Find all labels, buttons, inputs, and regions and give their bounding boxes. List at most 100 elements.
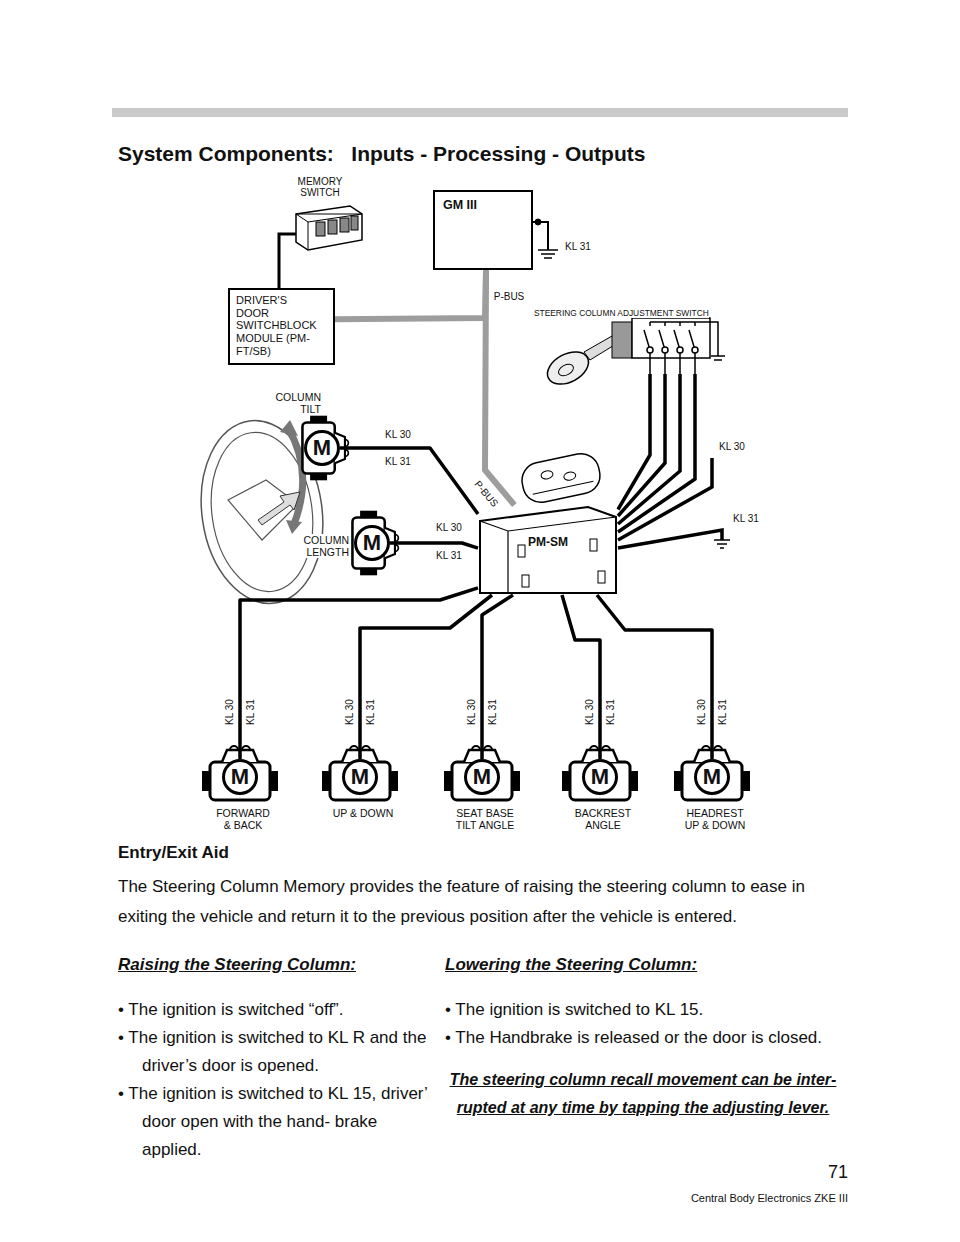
note-text: The steering column recall movement can …	[428, 1066, 858, 1122]
connector-pin	[518, 545, 525, 557]
adjustment-switch-drawing-part-part	[647, 347, 653, 353]
bus-label: P-BUS	[492, 291, 527, 303]
wire	[562, 595, 600, 759]
memory-switch-icon-part	[316, 222, 325, 236]
terminal-label: KL 30	[385, 429, 411, 441]
motor-symbol: MFORWARD & BACK	[222, 759, 258, 795]
node-text: STEERING COLUMN ADJUSTMENT SWITCH	[530, 308, 709, 318]
memory-switch-icon-part	[340, 218, 349, 232]
wire	[360, 595, 492, 759]
terminal-label: KL 31	[385, 456, 411, 468]
ground-symbol-part	[535, 219, 541, 225]
memory-switch-icon-part	[328, 220, 337, 234]
module-edge	[480, 517, 616, 593]
motor-symbol: MUP & DOWN	[342, 759, 378, 795]
terminal-label: KL 31	[605, 698, 617, 726]
memory-switch: MEMORY SWITCH	[270, 176, 370, 268]
steering-wheel-drawing-part	[286, 520, 302, 534]
module-housing-detail-part-part	[533, 481, 594, 494]
terminal-label: KL 30	[696, 698, 708, 726]
section-heading: Entry/Exit Aid	[118, 843, 229, 863]
terminal-label: KL 31	[365, 698, 377, 726]
connector-pin	[590, 539, 597, 551]
wire	[278, 268, 281, 288]
adjustment-switch-drawing-part	[612, 322, 632, 358]
bullet-item: • The ignition is switched to KL R and t…	[118, 1024, 440, 1080]
motor-letter: M	[585, 762, 615, 791]
steering-wheel-drawing-part	[288, 428, 303, 524]
page-number: 71	[790, 1162, 848, 1184]
motor-letter: M	[307, 433, 337, 462]
adjustment-switch-drawing-part-part	[692, 347, 698, 353]
module-box: GM III	[433, 190, 533, 270]
footer-text: Central Body Electronics ZKE III	[560, 1192, 848, 1205]
motor-symbol: MSEAT BASE TILT ANGLE	[464, 759, 500, 795]
control-module: PM-SM	[478, 505, 618, 595]
node-text: MEMORY SWITCH	[290, 176, 350, 198]
ground-symbol-part	[714, 539, 730, 541]
terminal-label: KL 31	[717, 698, 729, 726]
wire	[340, 448, 478, 514]
ground-symbol-part	[541, 253, 555, 255]
memory-switch-icon-part	[351, 216, 358, 230]
adjustment-switch-drawing	[542, 318, 725, 391]
page-title: System Components: Inputs - Processing -…	[118, 141, 645, 166]
bullet-item: • The ignition is switched to KL 15.	[445, 996, 860, 1024]
wire-part	[618, 374, 665, 516]
motor-label: UP & DOWN	[323, 807, 403, 819]
node-text: DRIVER'S DOOR SWITCHBLOCK MODULE (PM-FT/…	[236, 294, 320, 357]
adjustment-switch-drawing-part-part	[650, 322, 718, 374]
terminal-label: KL 30	[436, 522, 462, 534]
wire-part	[618, 374, 680, 524]
bullet-item: • The ignition is switched to KL 15, dri…	[118, 1080, 440, 1164]
wire	[618, 374, 722, 548]
bus-line	[335, 270, 486, 319]
motor-label: COLUMN LENGTH	[293, 534, 349, 558]
adjustment-switch: STEERING COLUMN ADJUSTMENT SWITCH	[530, 302, 730, 374]
module-housing-detail-part-part	[519, 450, 604, 505]
ground-symbol-part	[544, 257, 552, 259]
motor-letter: M	[225, 762, 255, 791]
module-outline	[480, 507, 616, 593]
module-box: DRIVER'S DOOR SWITCHBLOCK MODULE (PM-FT/…	[228, 288, 335, 365]
motor-label: SEAT BASE TILT ANGLE	[450, 807, 520, 831]
bus-line	[485, 270, 514, 505]
wire-part	[618, 530, 722, 548]
motor-housing	[202, 416, 750, 800]
motor-letter: M	[467, 762, 497, 791]
column-heading: Raising the Steering Column:	[118, 955, 356, 975]
motor-symbol: MHEADREST UP & DOWN	[694, 759, 730, 795]
header-rule	[112, 108, 848, 117]
steering-wheel-drawing-part	[280, 420, 298, 436]
wire	[390, 543, 478, 548]
memory-switch-icon-part	[308, 222, 309, 250]
motor-label: BACKREST ANGLE	[568, 807, 638, 831]
motor-label: COLUMN TILT	[265, 391, 321, 415]
connector-pin	[598, 571, 605, 583]
adjustment-switch-drawing-part-part	[677, 347, 683, 353]
steering-wheel-drawing-part	[228, 480, 298, 540]
wire	[482, 595, 513, 759]
connector-pin	[522, 575, 529, 587]
ground-symbol-part	[720, 547, 724, 549]
wire	[597, 595, 712, 759]
motor-letter: M	[357, 528, 387, 557]
bullet-item: • The Handbrake is released or the door …	[445, 1024, 860, 1052]
module-outline	[478, 505, 618, 595]
motor-letter: M	[345, 762, 375, 791]
terminal-label: KL 31	[487, 698, 499, 726]
terminal-label: KL 30	[719, 441, 745, 453]
column-heading: Lowering the Steering Column:	[445, 955, 697, 975]
terminal-label: KL 30	[466, 698, 478, 726]
wire-part	[618, 458, 712, 540]
node-text: PM-SM	[528, 535, 568, 549]
adjustment-switch-drawing-part-part	[662, 347, 668, 353]
terminal-label: KL 31	[436, 550, 462, 562]
adjustment-switch-drawing-part-part	[714, 359, 722, 361]
ground-symbol-part	[717, 543, 727, 545]
adjustment-switch-drawing-part	[632, 318, 710, 358]
steering-wheel-drawing-part	[258, 492, 300, 525]
adjustment-switch-drawing-part	[584, 336, 616, 360]
terminal-label: KL 30	[344, 698, 356, 726]
